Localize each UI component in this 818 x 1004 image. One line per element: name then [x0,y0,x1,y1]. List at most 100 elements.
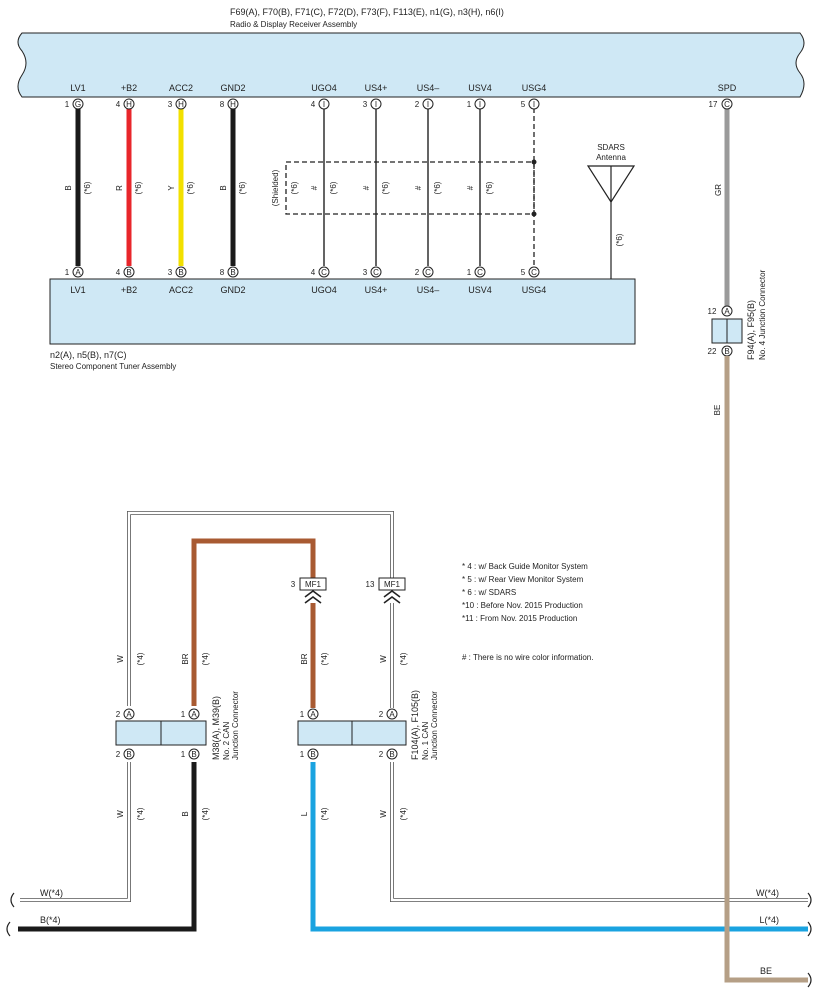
spd-pin-number: 17 [709,100,718,109]
wire-note: (*6) [485,181,494,194]
pin-circle [175,98,187,110]
w-left-label: W(*4) [40,888,63,898]
pin-letter: C [373,268,379,277]
pin-letter: B [230,268,235,277]
pin-number: 1 [181,750,186,759]
antenna-note: (*6) [615,233,624,246]
pin-letter: C [425,268,431,277]
pin-circle [474,98,486,110]
wire-label-bottom: US4– [417,285,440,295]
pin-number: 4 [116,100,121,109]
wire-color-code: B [64,185,73,190]
wire-label-top: US4+ [365,83,388,93]
wire-color-code: # [466,185,475,190]
pin-number: 8 [220,268,225,277]
pin-letter: B [178,268,183,277]
pin-number: 8 [220,100,225,109]
b-left-label: B(*4) [40,915,61,925]
f94-junction-connector: A 12 B 22 F94(A), F95(B) No. 4 Junction … [708,269,767,360]
svg-text:3: 3 [291,580,296,589]
legend-item: * 4 : w/ Back Guide Monitor System [462,562,588,571]
pin-number: 1 [300,710,305,719]
pin-letter: A [191,710,197,719]
wire-color-code: B [219,185,228,190]
pin-letter: I [323,100,325,109]
pin-letter: H [178,100,184,109]
pin-circle [422,266,434,278]
spd-color-code: GR [714,184,723,196]
wire-label-top: LV1 [70,83,85,93]
wire-label-bottom: +B2 [121,285,137,295]
svg-text:BR: BR [181,653,190,664]
shield-box [285,161,535,215]
be-right-label: BE [760,966,772,976]
w-wire-bus-left [20,762,131,902]
pin-letter: B [389,750,394,759]
radio-connector-header: F69(A), F70(B), F71(C), F72(D), F73(F), … [230,7,504,17]
wire-note: (*6) [238,181,247,194]
wire-note: (*6) [186,181,195,194]
radio-assembly-title: Radio & Display Receiver Assembly [230,20,357,29]
pin-circle [123,708,135,720]
pin-circle [123,748,135,760]
wire-label-bottom: ACC2 [169,285,193,295]
pin-circle [307,708,319,720]
pin-number: 4 [116,268,121,277]
pin-letter: G [75,100,81,109]
pin-number: 5 [521,100,526,109]
pin-letter: I [375,100,377,109]
pin-number: 3 [363,100,368,109]
pin-number: 4 [311,100,316,109]
svg-text:W: W [379,810,388,818]
pin-circle [318,266,330,278]
svg-text:W: W [116,810,125,818]
pin-circle [307,748,319,760]
svg-text:W: W [116,655,125,663]
pin-number: 1 [467,100,472,109]
pin-number: 2 [379,710,384,719]
shield-note: (*6) [290,181,299,194]
spd-pin-letter: C [724,100,730,109]
antenna-label-2: Antenna [596,153,626,162]
wire-color-code: R [115,185,124,191]
pin-letter: H [230,100,236,109]
svg-text:(*4): (*4) [201,652,210,665]
tuner-assembly-box [49,278,636,345]
m38-title: M38(A), M39(B) [211,696,221,760]
tuner-assembly-title: Stereo Component Tuner Assembly [50,362,176,371]
svg-text:(*4): (*4) [136,652,145,665]
pin-letter: A [126,710,132,719]
pin-letter: H [126,100,132,109]
mf1-connector-3: MF1 3 [291,577,327,604]
br-wire-upper [191,538,316,706]
pin-number: 1 [300,750,305,759]
be-wire [724,356,808,983]
wire-note: (*6) [381,181,390,194]
svg-text:MF1: MF1 [305,580,322,589]
pin-number: 2 [415,268,420,277]
pin-number: 1 [65,268,70,277]
f104-line2: No. 1 CAN [421,722,430,760]
pin-circle [175,266,187,278]
wire-label-top: UGO4 [311,83,337,93]
svg-text:B: B [181,811,190,816]
mf1-connector-13: MF1 13 [366,577,406,604]
pin-letter: C [477,268,483,277]
pin-number: 1 [181,710,186,719]
svg-text:MF1: MF1 [384,580,401,589]
l-wire-bus-right [310,762,808,932]
pin-number: 1 [467,268,472,277]
wire-color-code: # [310,185,319,190]
pin-circle [72,266,84,278]
pin-circle [386,748,398,760]
svg-text:(*4): (*4) [320,652,329,665]
pin-letter: A [75,268,81,277]
svg-text:(*4): (*4) [320,807,329,820]
pin-circle [188,708,200,720]
wire-note: (*6) [83,181,92,194]
pin-circle [227,98,239,110]
